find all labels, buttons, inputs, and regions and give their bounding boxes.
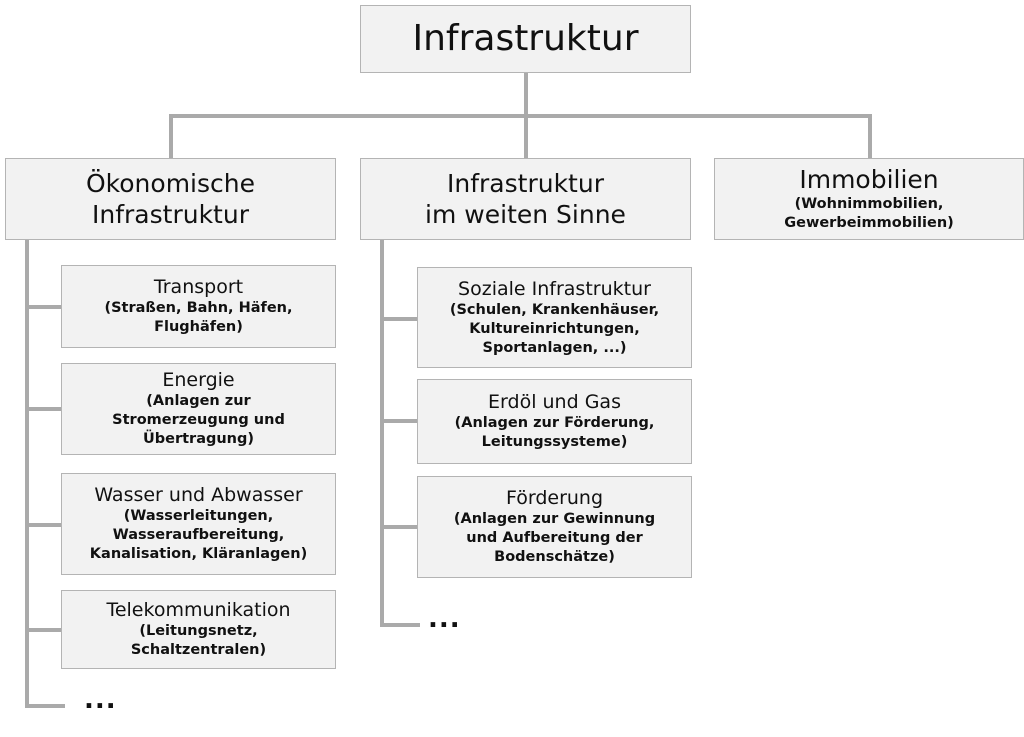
item-detail-line: (Leitungsnetz, — [139, 623, 258, 639]
category-title-line: Infrastruktur — [92, 200, 249, 229]
category-detail-line: Gewerbeimmobilien) — [784, 215, 954, 231]
item-detail-line: Leitungssysteme) — [481, 434, 628, 450]
more-items-ellipsis: ... — [84, 685, 117, 715]
item-title: Förderung — [505, 487, 604, 509]
item-detail-line: Schaltzentralen) — [130, 642, 267, 658]
item-detail-line: (Anlagen zur Gewinnung — [453, 511, 656, 527]
item-oil-and-gas: Erdöl und Gas (Anlagen zur Förderung, Le… — [417, 379, 692, 464]
root-title: Infrastruktur — [412, 18, 639, 59]
more-items-ellipsis: ... — [428, 604, 461, 634]
item-detail-line: und Aufbereitung der — [466, 530, 643, 546]
category-title-line: Infrastruktur — [447, 169, 604, 198]
item-detail-line: Kanalisation, Kläranlagen) — [89, 546, 308, 562]
item-detail-line: Sportanlagen, ...) — [482, 339, 627, 356]
item-title: Erdöl und Gas — [488, 391, 621, 413]
item-title: Telekommunikation — [106, 599, 291, 621]
category-title-line: im weiten Sinne — [425, 200, 626, 229]
item-title: Wasser und Abwasser — [94, 484, 303, 506]
category-real-estate: Immobilien (Wohnimmobilien, Gewerbeimmob… — [714, 158, 1024, 240]
root-node: Infrastruktur — [360, 5, 691, 73]
item-detail-line: Stromerzeugung und — [112, 412, 285, 428]
item-title: Transport — [153, 276, 244, 298]
category-economic-infrastructure: Ökonomische Infrastruktur — [5, 158, 336, 240]
item-transport: Transport (Straßen, Bahn, Häfen, Flughäf… — [61, 265, 336, 348]
category-title-line: Ökonomische — [86, 169, 255, 198]
item-detail-line: Wasseraufbereitung, — [112, 527, 285, 543]
category-broad-infrastructure: Infrastruktur im weiten Sinne — [360, 158, 691, 240]
item-detail-line: (Schulen, Krankenhäuser, — [449, 301, 660, 318]
category-detail-line: (Wohnimmobilien, — [794, 196, 944, 212]
item-detail-line: (Anlagen zur Förderung, — [454, 415, 655, 431]
item-title: Soziale Infrastruktur — [458, 277, 651, 300]
item-telecommunication: Telekommunikation (Leitungsnetz, Schaltz… — [61, 590, 336, 669]
item-extraction: Förderung (Anlagen zur Gewinnung und Auf… — [417, 476, 692, 578]
item-detail-line: Kultureinrichtungen, — [469, 320, 640, 337]
item-detail-line: Übertragung) — [142, 431, 255, 447]
item-detail-line: Bodenschätze) — [494, 549, 615, 565]
item-detail-line: (Anlagen zur — [146, 393, 251, 409]
item-detail-line: (Straßen, Bahn, Häfen, — [104, 300, 293, 316]
item-title: Energie — [162, 369, 235, 391]
item-water: Wasser und Abwasser (Wasserleitungen, Wa… — [61, 473, 336, 575]
item-detail-line: Flughäfen) — [154, 319, 243, 335]
item-social-infrastructure: Soziale Infrastruktur (Schulen, Krankenh… — [417, 267, 692, 368]
category-title: Immobilien — [799, 165, 939, 194]
item-energy: Energie (Anlagen zur Stromerzeugung und … — [61, 363, 336, 455]
item-detail-line: (Wasserleitungen, — [123, 508, 274, 524]
